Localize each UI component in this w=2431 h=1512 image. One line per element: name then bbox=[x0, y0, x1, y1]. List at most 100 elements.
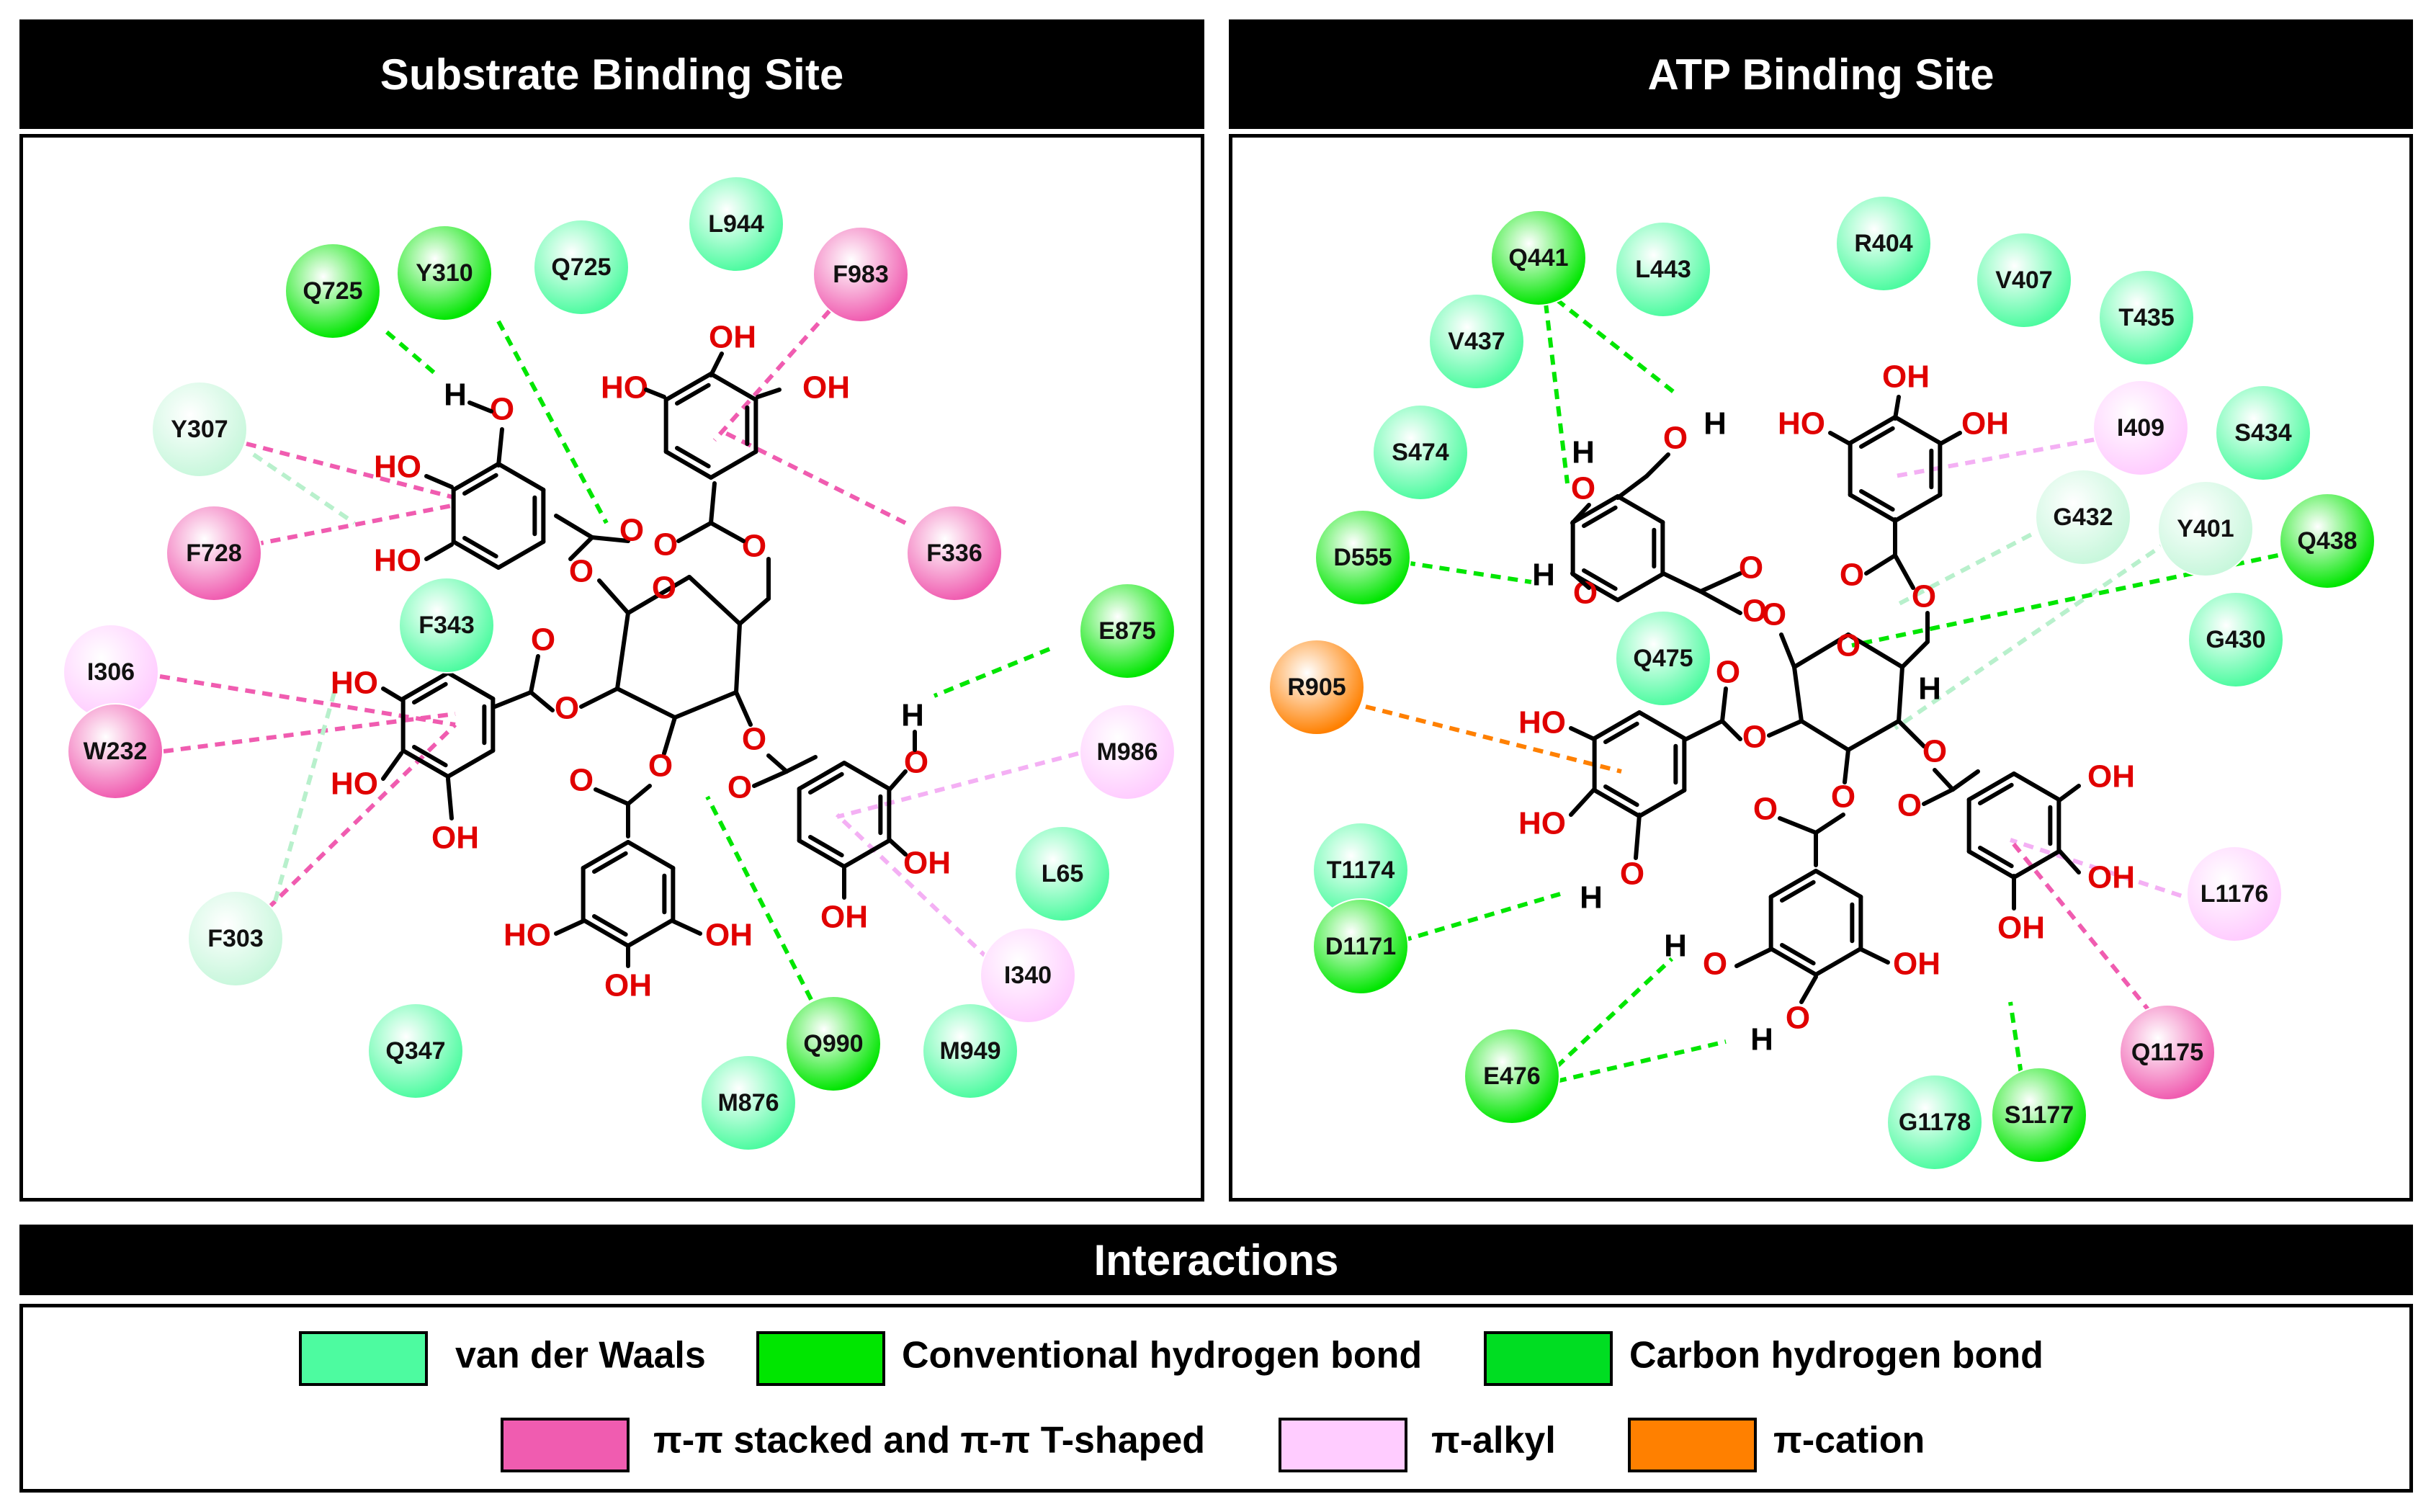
left-residue-l65[interactable]: L65 bbox=[1014, 826, 1111, 922]
left-residue-m876[interactable]: M876 bbox=[700, 1055, 797, 1151]
residue-sphere bbox=[2186, 846, 2283, 942]
right-residue-v407[interactable]: V407 bbox=[1976, 232, 2072, 328]
atom-label: HO bbox=[1518, 806, 1566, 841]
right-residue-i409[interactable]: I409 bbox=[2092, 380, 2189, 476]
residue-sphere bbox=[1490, 210, 1587, 306]
right-residue-e476[interactable]: E476 bbox=[1464, 1028, 1560, 1124]
residue-label: Q990 bbox=[803, 1030, 863, 1057]
atom-label: OH bbox=[903, 846, 951, 881]
right-residue-v437[interactable]: V437 bbox=[1428, 293, 1525, 390]
atom-label: O bbox=[1573, 576, 1598, 611]
right-residue-r905[interactable]: R905 bbox=[1268, 639, 1365, 735]
right-residue-q438[interactable]: Q438 bbox=[2279, 493, 2376, 589]
interaction-line bbox=[1554, 957, 1674, 1069]
atom-label: H bbox=[1664, 929, 1687, 964]
left-residue-f336[interactable]: F336 bbox=[906, 505, 1003, 601]
left-residue-q990[interactable]: Q990 bbox=[785, 996, 882, 1092]
residue-sphere bbox=[906, 505, 1003, 601]
legend-header: Interactions bbox=[19, 1225, 2413, 1295]
interaction-line bbox=[273, 684, 339, 902]
residue-label: T435 bbox=[2118, 304, 2175, 331]
interaction-line bbox=[1894, 434, 2112, 478]
residue-sphere bbox=[151, 381, 248, 478]
right-residue-q475[interactable]: Q475 bbox=[1615, 610, 1711, 707]
residue-label: Q475 bbox=[1633, 645, 1693, 672]
right-residue-r404[interactable]: R404 bbox=[1835, 195, 1932, 292]
atom-label: O bbox=[1620, 856, 1644, 892]
atom-label: H bbox=[444, 377, 467, 413]
atom-label: H bbox=[1750, 1022, 1773, 1057]
atom-label: O bbox=[1716, 655, 1740, 690]
left-residue-e875[interactable]: E875 bbox=[1079, 583, 1176, 679]
left-residue-y307[interactable]: Y307 bbox=[151, 381, 248, 478]
atom-label: OH bbox=[1882, 359, 1930, 395]
right-residue-s1177[interactable]: S1177 bbox=[1991, 1067, 2087, 1163]
right-residue-d555[interactable]: D555 bbox=[1315, 509, 1411, 606]
right-panel-header: ATP Binding Site bbox=[1229, 19, 2413, 129]
left-residue-f343[interactable]: F343 bbox=[398, 577, 495, 674]
residue-sphere bbox=[187, 890, 284, 987]
right-residue-q441[interactable]: Q441 bbox=[1490, 210, 1587, 306]
right-residue-l443[interactable]: L443 bbox=[1615, 221, 1711, 318]
atom-label: H bbox=[1918, 671, 1941, 707]
atom-label: H bbox=[1572, 435, 1595, 470]
legend-item: π-cation bbox=[1628, 1418, 1925, 1472]
residue-sphere bbox=[1615, 610, 1711, 707]
interaction-line bbox=[712, 309, 832, 442]
right-residue-q1175[interactable]: Q1175 bbox=[2119, 1004, 2216, 1101]
atom-label: H bbox=[1704, 406, 1727, 442]
left-residue-f983[interactable]: F983 bbox=[812, 226, 909, 323]
residue-label: L443 bbox=[1635, 256, 1691, 283]
left-residue-m949[interactable]: M949 bbox=[922, 1003, 1018, 1099]
left-residue-f728[interactable]: F728 bbox=[166, 505, 262, 601]
left-residue-m986[interactable]: M986 bbox=[1079, 704, 1176, 800]
interaction-line bbox=[1365, 704, 1622, 774]
right-residue-g432[interactable]: G432 bbox=[2035, 469, 2131, 565]
residue-sphere bbox=[2188, 591, 2284, 688]
interaction-line bbox=[1401, 892, 1561, 943]
left-residue-f303[interactable]: F303 bbox=[187, 890, 284, 987]
residue-sphere bbox=[1835, 195, 1932, 292]
residue-sphere bbox=[2092, 380, 2189, 476]
right-residue-t435[interactable]: T435 bbox=[2098, 269, 2195, 366]
right-residue-s474[interactable]: S474 bbox=[1372, 404, 1469, 501]
residue-label: Q438 bbox=[2297, 527, 2357, 555]
residue-label: Q441 bbox=[1508, 244, 1568, 272]
interaction-line bbox=[266, 723, 457, 911]
atom-label: OH bbox=[705, 918, 753, 953]
residue-sphere bbox=[1014, 826, 1111, 922]
left-residue-i306[interactable]: I306 bbox=[63, 624, 159, 720]
left-residue-y310[interactable]: Y310 bbox=[396, 225, 493, 321]
legend-label: van der Waals bbox=[455, 1335, 706, 1377]
right-residue-g1178[interactable]: G1178 bbox=[1886, 1074, 1983, 1171]
right-residue-g430[interactable]: G430 bbox=[2188, 591, 2284, 688]
residue-label: T1174 bbox=[1327, 856, 1395, 884]
residue-sphere bbox=[2279, 493, 2376, 589]
interaction-line bbox=[385, 330, 439, 377]
interaction-lines bbox=[159, 309, 1079, 1016]
atom-label: O bbox=[1753, 792, 1778, 827]
left-residue-q725[interactable]: Q725 bbox=[533, 219, 630, 316]
residue-label: E476 bbox=[1483, 1063, 1540, 1090]
atom-label: O bbox=[531, 622, 555, 658]
right-residue-s434[interactable]: S434 bbox=[2215, 385, 2311, 481]
left-residue-l944[interactable]: L944 bbox=[688, 176, 784, 272]
left-residue-i340[interactable]: I340 bbox=[980, 927, 1076, 1024]
right-residue-t1174[interactable]: T1174 bbox=[1312, 822, 1409, 918]
residue-sphere bbox=[2119, 1004, 2216, 1101]
residue-sphere bbox=[1268, 639, 1365, 735]
right-residue-d1171[interactable]: D1171 bbox=[1312, 898, 1409, 995]
atom-label: O bbox=[652, 571, 676, 606]
left-residue-q725[interactable]: Q725 bbox=[285, 243, 381, 339]
legend-title: Interactions bbox=[1093, 1235, 1339, 1284]
left-residue-w232[interactable]: W232 bbox=[67, 703, 164, 800]
residue-sphere bbox=[67, 703, 164, 800]
atom-label: H bbox=[1532, 558, 1555, 593]
left-residue-q347[interactable]: Q347 bbox=[367, 1003, 464, 1099]
right-residue-l1176[interactable]: L1176 bbox=[2186, 846, 2283, 942]
right-residue-y401[interactable]: Y401 bbox=[2157, 480, 2254, 577]
legend-swatch bbox=[1484, 1331, 1613, 1386]
